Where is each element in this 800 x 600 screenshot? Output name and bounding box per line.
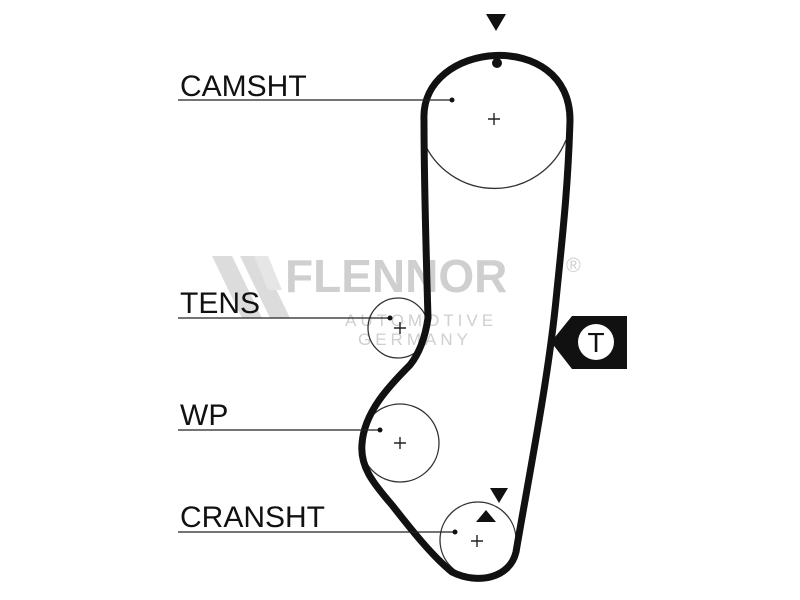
tension-marker-letter: T xyxy=(587,327,604,358)
leader-dots xyxy=(377,97,458,535)
leader-lines xyxy=(178,99,455,533)
pulley-centers xyxy=(394,113,500,547)
crankshaft-leader-dot xyxy=(452,529,458,535)
pulleys xyxy=(360,139,567,579)
camshaft-timing-mark-icon xyxy=(486,14,506,31)
water-pump-center-cross xyxy=(394,437,406,449)
watermark-logo-icon xyxy=(212,256,290,318)
watermark: FLENNOR ® AUTOMOTIVE GERMANY xyxy=(212,250,581,349)
watermark-registered: ® xyxy=(566,255,581,277)
crankshaft-timing-mark-icon xyxy=(476,488,508,522)
timing-belt xyxy=(358,52,574,582)
tensioner-center-cross xyxy=(394,322,406,334)
tensioner-label: TENS xyxy=(180,287,260,320)
camshaft-leader-dot xyxy=(449,97,455,103)
tension-marker-icon: T xyxy=(551,316,627,369)
crankshaft-label: CRANSHT xyxy=(180,501,325,534)
watermark-line1: AUTOMOTIVE xyxy=(345,311,497,330)
tensioner-leader-dot xyxy=(387,315,393,321)
camshaft-timing-dot xyxy=(492,58,502,68)
watermark-brand: FLENNOR xyxy=(285,250,507,302)
camshaft-pulley-lower-arc xyxy=(422,139,567,190)
watermark-line2: GERMANY xyxy=(358,330,472,349)
camshaft-label: CAMSHT xyxy=(180,70,307,103)
water-pump-label: WP xyxy=(180,399,228,432)
water-pump-leader-dot xyxy=(377,427,383,433)
tension-marker-circle xyxy=(578,324,614,360)
crankshaft-center-cross xyxy=(471,535,483,547)
camshaft-center-cross xyxy=(488,113,500,125)
